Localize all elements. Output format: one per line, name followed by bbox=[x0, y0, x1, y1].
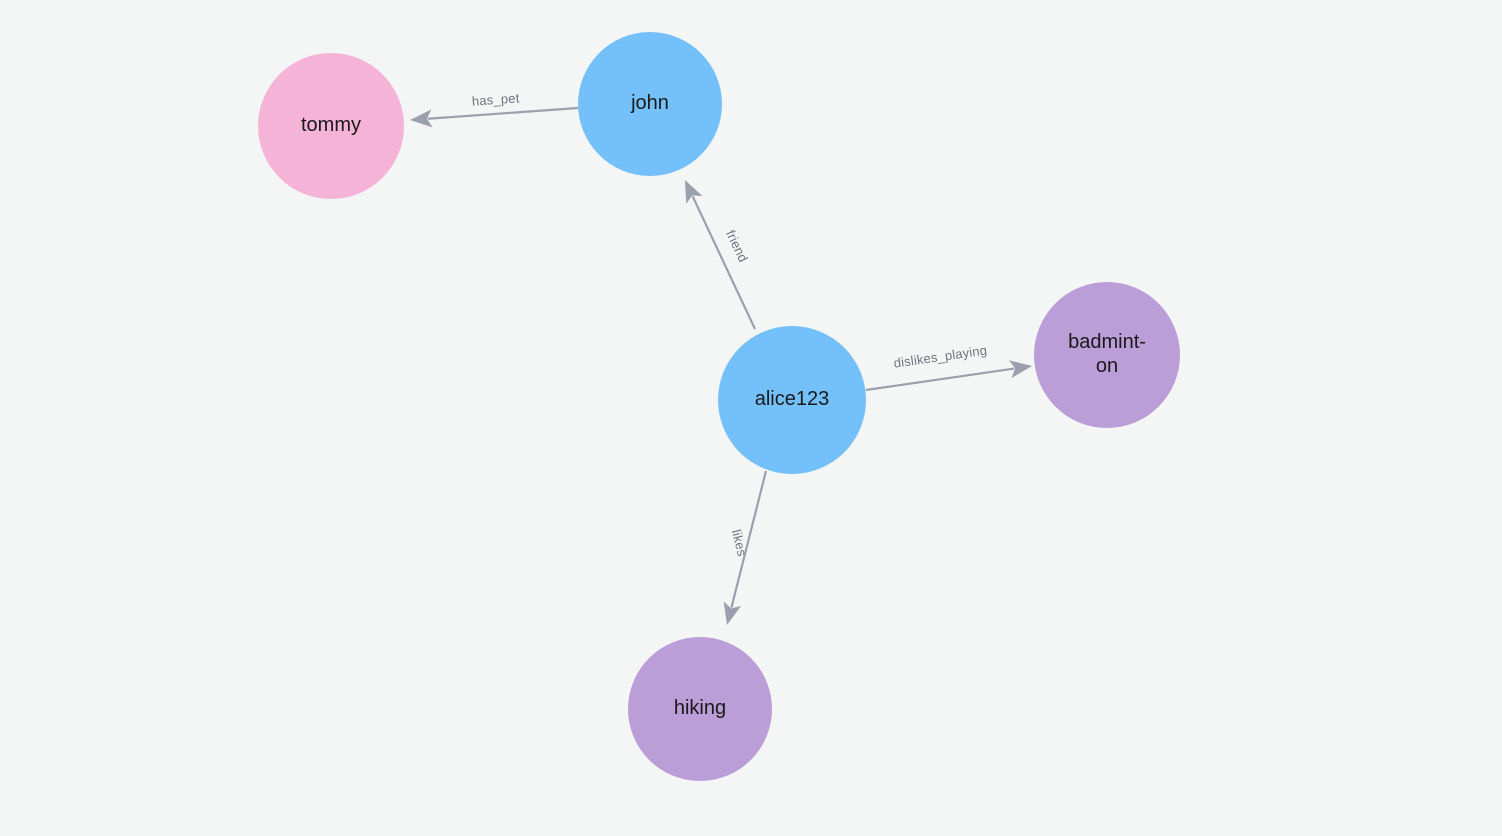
graph-edge[interactable]: likes bbox=[723, 470, 768, 625]
edge-line bbox=[730, 470, 768, 608]
graph-edge[interactable]: has_pet bbox=[410, 90, 579, 128]
edge-label: likes bbox=[729, 528, 750, 558]
node-circle[interactable] bbox=[258, 53, 404, 199]
edge-line bbox=[691, 195, 756, 330]
edge-arrowhead bbox=[685, 180, 703, 204]
node-circle[interactable] bbox=[1034, 282, 1180, 428]
node-circle[interactable] bbox=[718, 326, 866, 474]
graph-edge[interactable]: dislikes_playing bbox=[865, 342, 1032, 392]
edge-arrowhead bbox=[1008, 360, 1032, 379]
edge-label: has_pet bbox=[471, 90, 520, 108]
edge-arrowhead bbox=[410, 109, 433, 128]
graph-node-alice123[interactable]: alice123 bbox=[718, 326, 866, 474]
node-circle[interactable] bbox=[628, 637, 772, 781]
graph-node-badminton[interactable]: badmint-on bbox=[1034, 282, 1180, 428]
node-circle[interactable] bbox=[578, 32, 722, 176]
edge-arrowhead bbox=[723, 601, 742, 625]
graph-node-john[interactable]: john bbox=[578, 32, 722, 176]
graph-node-tommy[interactable]: tommy bbox=[258, 53, 404, 199]
graph-node-hiking[interactable]: hiking bbox=[628, 637, 772, 781]
edge-line bbox=[865, 367, 1015, 392]
edge-line bbox=[427, 106, 579, 120]
edge-label: dislikes_playing bbox=[893, 342, 988, 370]
graph-edge[interactable]: friend bbox=[685, 180, 756, 330]
edge-label: friend bbox=[723, 228, 751, 265]
nodes-layer: tommy john alice123 badmint-on hiking bbox=[258, 32, 1180, 781]
